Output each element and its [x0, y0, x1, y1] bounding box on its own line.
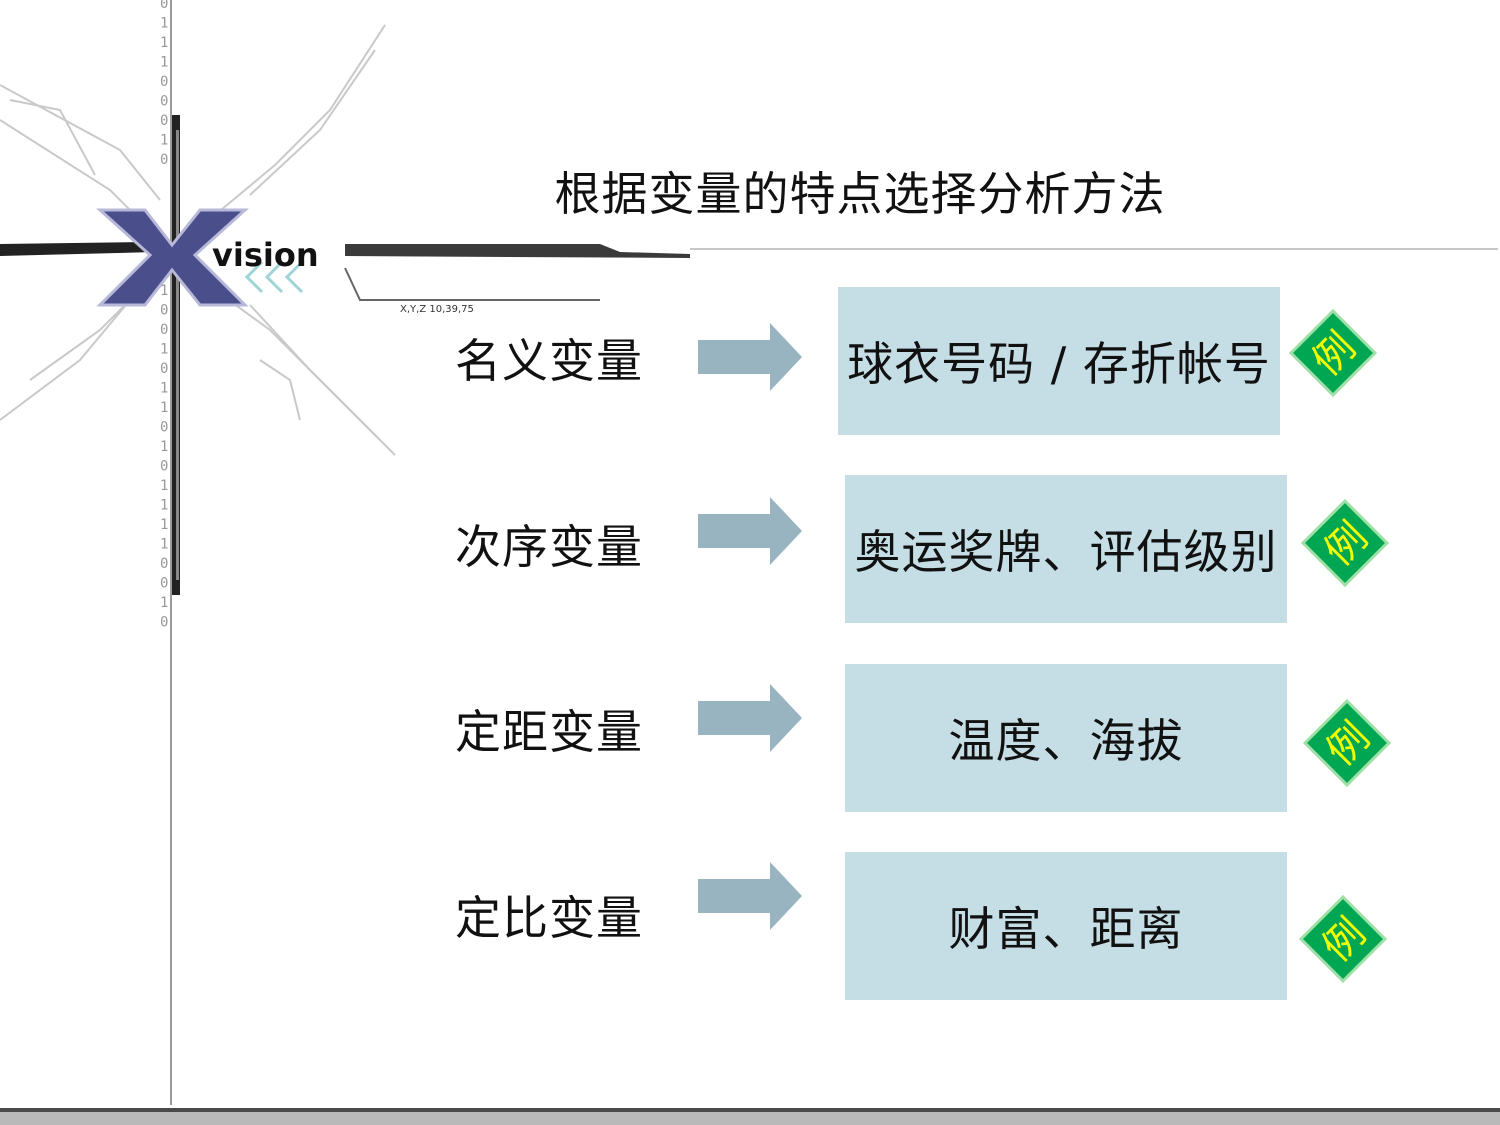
vision-logo-graphic: vision X,Y,Z 10,39,75 0 1 1 1 0 0 0 1 0 1 0 0 1 0 1 1 0…: [0, 0, 690, 1105]
variable-label: 定距变量: [455, 705, 643, 759]
binary-digit: 0: [160, 94, 168, 110]
variable-row-nominal: 名义变量 球衣号码 / 存折帐号 例: [0, 280, 1500, 440]
example-badge-icon: 例: [1288, 308, 1378, 398]
example-box: 奥运奖牌、评估级别: [845, 475, 1287, 623]
right-arrow-icon: [698, 684, 802, 752]
binary-digit: 1: [160, 35, 168, 51]
binary-digit: 1: [160, 133, 168, 149]
slide-title: 根据变量的特点选择分析方法: [554, 167, 1166, 221]
example-text: 财富、距离: [948, 902, 1184, 956]
binary-digit: 1: [160, 478, 168, 494]
variable-row-interval: 定距变量 温度、海拔 例: [0, 656, 1500, 816]
vision-wordmark: vision: [212, 236, 319, 274]
binary-digit: 0: [160, 361, 168, 377]
binary-digit: 1: [160, 16, 168, 32]
example-box: 财富、距离: [845, 852, 1287, 1000]
binary-digit: 1: [160, 283, 168, 299]
binary-digit: 0: [160, 152, 168, 168]
binary-digit: 1: [160, 498, 168, 514]
example-box: 球衣号码 / 存折帐号: [838, 287, 1280, 435]
bottom-decor-bar: [0, 1108, 1500, 1125]
binary-digit: 0: [160, 0, 168, 12]
right-arrow-icon: [698, 497, 802, 565]
binary-digit: 0: [160, 459, 168, 475]
binary-digit: 1: [160, 381, 168, 397]
right-arrow-icon: [698, 323, 802, 391]
right-arrow-icon: [698, 862, 802, 930]
binary-digit: 1: [160, 537, 168, 553]
example-box: 温度、海拔: [845, 664, 1287, 812]
example-badge-icon: 例: [1300, 498, 1390, 588]
binary-digit: 1: [160, 55, 168, 71]
variable-row-ratio: 定比变量 财富、距离 例: [0, 844, 1500, 1004]
binary-digit: 0: [160, 303, 168, 319]
example-badge-icon: 例: [1302, 698, 1392, 788]
binary-digit: 1: [160, 595, 168, 611]
x-letter-shape: [96, 208, 249, 307]
binary-digit: 0: [160, 113, 168, 129]
example-text: 球衣号码 / 存折帐号: [847, 337, 1271, 391]
binary-digit: 0: [160, 420, 168, 436]
example-text: 温度、海拔: [948, 714, 1184, 768]
binary-digit: 0: [160, 615, 168, 631]
binary-digit: 0: [160, 556, 168, 572]
binary-digit: 1: [160, 400, 168, 416]
example-badge-icon: 例: [1298, 894, 1388, 984]
binary-digit: 1: [160, 342, 168, 358]
binary-digit: 0: [160, 322, 168, 338]
variable-label: 次序变量: [455, 520, 643, 574]
binary-digit: 1: [160, 439, 168, 455]
binary-digit: 0: [160, 74, 168, 90]
binary-digit: 1: [160, 517, 168, 533]
variable-label: 定比变量: [455, 891, 643, 945]
logo-caption: X,Y,Z 10,39,75: [400, 304, 474, 315]
variable-label: 名义变量: [455, 334, 643, 388]
example-text: 奥运奖牌、评估级别: [854, 525, 1278, 579]
title-underline: [690, 248, 1498, 250]
binary-digit: 0: [160, 576, 168, 592]
variable-row-ordinal: 次序变量 奥运奖牌、评估级别 例: [0, 466, 1500, 626]
